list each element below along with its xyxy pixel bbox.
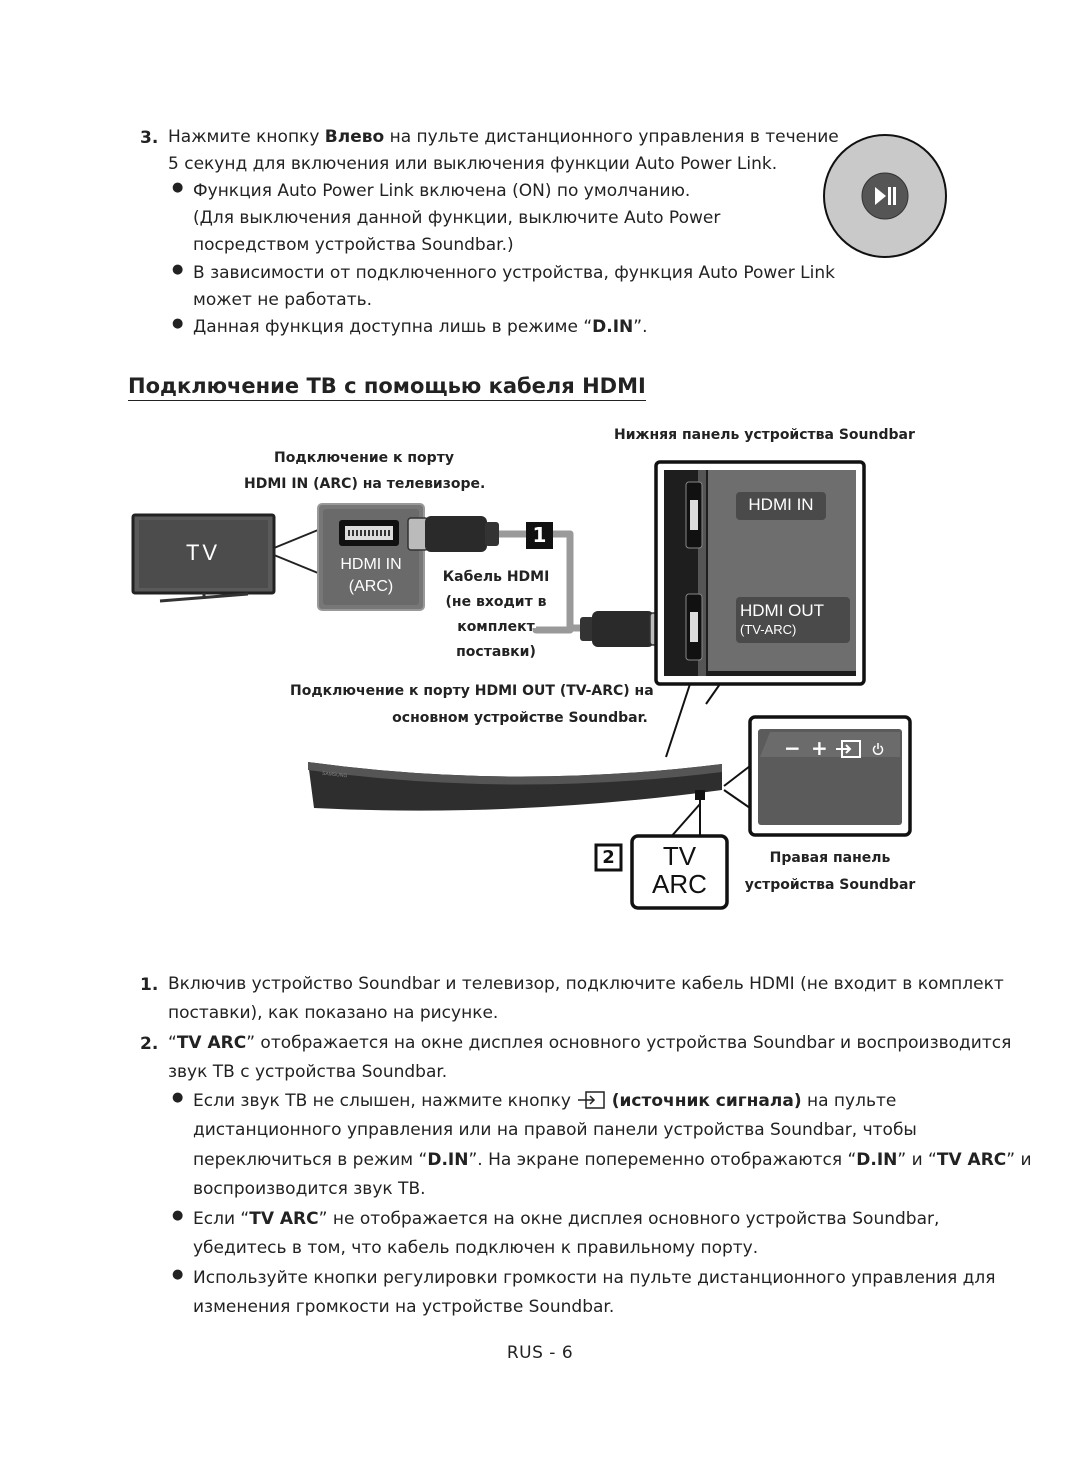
mode-name: TV ARC xyxy=(936,1150,1007,1170)
step-2-badge-bg xyxy=(594,843,623,872)
tv-hdmi-port-box xyxy=(317,503,425,611)
power-icon xyxy=(872,743,884,755)
cable-caption-line-4: поставки) xyxy=(456,644,536,660)
hdmi-plug-tv xyxy=(407,516,499,552)
right-panel-caption-line-2: устройства Soundbar xyxy=(744,877,916,893)
text: переключиться в режим “ xyxy=(193,1150,428,1170)
bullet: ● xyxy=(172,262,184,277)
volume-up-button-illustration: + xyxy=(811,736,828,760)
step-1-line-2: поставки), как показано на рисунке. xyxy=(168,1003,499,1023)
step-2-line-2: звук ТВ с устройства Soundbar. xyxy=(168,1062,448,1082)
note-2-line-1: В зависимости от подключенного устройств… xyxy=(193,263,835,283)
note-source-line-4: воспроизводится звук ТВ. xyxy=(193,1179,426,1199)
soundbar-bottom-panel xyxy=(654,460,866,686)
display-line-2: ARC xyxy=(652,869,707,899)
step-3-line-1: Нажмите кнопку Влево на пульте дистанцио… xyxy=(168,124,839,151)
mode-name: TV ARC xyxy=(176,1033,247,1053)
tv-port-label: HDMI IN (ARC) xyxy=(318,554,424,598)
text: Если звук ТВ не слышен, нажмите кнопку xyxy=(193,1091,577,1111)
note-source-line-2: дистанционного управления или на правой … xyxy=(193,1120,917,1140)
text: ”. На экране попеременно отображаются “ xyxy=(468,1150,857,1170)
soundbar-port-caption-line-1: Подключение к порту HDMI OUT (TV-ARC) на xyxy=(290,683,654,699)
play-pause-icon xyxy=(875,187,896,205)
tv-port-label-line-1: HDMI IN xyxy=(340,556,402,573)
button-name-left: Влево xyxy=(324,127,385,147)
page-number: RUS - 6 xyxy=(506,1343,574,1363)
bottom-panel-caption: Нижняя панель устройства Soundbar xyxy=(614,427,915,443)
button-name-source: (источник сигнала) xyxy=(611,1091,802,1111)
text: на пульте дистанционного управления в те… xyxy=(384,127,839,147)
text: ” и xyxy=(1006,1150,1032,1170)
soundbar-display-text: TV ARC xyxy=(632,842,727,898)
tv-port-caption-line-1: Подключение к порту xyxy=(274,450,454,466)
mode-name: D.IN xyxy=(592,317,634,337)
mode-name: D.IN xyxy=(427,1150,469,1170)
source-icon xyxy=(578,1091,606,1109)
cable-caption-line-1: Кабель HDMI xyxy=(442,569,550,585)
bullet: ● xyxy=(172,1208,184,1223)
step-2-badge: 2 xyxy=(602,847,615,868)
soundbar-right-panel xyxy=(748,715,912,837)
soundbar-illustration xyxy=(308,762,722,811)
cable-caption-line-3: комплект xyxy=(457,619,535,635)
tv-screen-label: TV xyxy=(185,540,221,565)
display-line-1: TV xyxy=(662,841,697,871)
bullet: ● xyxy=(172,180,184,195)
note-1-line-2: (Для выключения данной функции, выключит… xyxy=(193,208,721,228)
mode-name: TV ARC xyxy=(249,1209,319,1229)
step-1-badge-bg xyxy=(526,522,553,549)
tv-illustration xyxy=(131,513,276,603)
bullet: ● xyxy=(172,316,184,331)
step-3-number: 3. xyxy=(140,128,159,148)
note-tvarc-line-2: убедитесь в том, что кабель подключен к … xyxy=(193,1238,759,1258)
right-panel-caption-line-1: Правая панель xyxy=(769,850,891,866)
hdmi-connection-diagram xyxy=(131,460,912,910)
source-icon xyxy=(836,740,861,758)
mode-name: D.IN xyxy=(856,1150,898,1170)
text: Нажмите кнопку xyxy=(168,127,325,147)
note-source-line-3: переключиться в режим “D.IN”. На экране … xyxy=(193,1147,1032,1174)
note-volume-line-1: Используйте кнопки регулировки громкости… xyxy=(193,1268,996,1288)
note-1-line-3: посредством устройства Soundbar.) xyxy=(193,235,514,255)
text: ”. xyxy=(633,317,648,337)
tv-arc-port-label: (TV-ARC) xyxy=(740,622,797,637)
hdmi-out-label: HDMI OUT xyxy=(740,601,825,620)
step-2-line-1: “TV ARC” отображается на окне дисплея ос… xyxy=(168,1030,1011,1057)
cable-caption: Кабель HDMI (не входит в комплект постав… xyxy=(436,565,556,665)
text: на пульте xyxy=(801,1091,897,1111)
step-1-badge: 1 xyxy=(532,523,547,547)
tv-port-label-line-2: (ARC) xyxy=(348,578,394,595)
step-1-number: 1. xyxy=(140,975,159,995)
bullet: ● xyxy=(172,1090,184,1105)
note-2-line-2: может не работать. xyxy=(193,290,373,310)
text: ” и “ xyxy=(897,1150,937,1170)
text: “ xyxy=(168,1033,177,1053)
section-title: Подключение ТВ с помощью кабеля HDMI xyxy=(128,374,646,401)
text: Данная функция доступна лишь в режиме “ xyxy=(193,317,593,337)
text: Если “ xyxy=(193,1209,250,1229)
step-1-line-1: Включив устройство Soundbar и телевизор,… xyxy=(168,974,1004,994)
text: ” отображается на окне дисплея основного… xyxy=(246,1033,1012,1053)
note-volume-line-2: изменения громкости на устройстве Soundb… xyxy=(193,1297,615,1317)
soundbar-port-caption-line-2: основном устройстве Soundbar. xyxy=(392,710,648,726)
note-tvarc-line-1: Если “TV ARC” не отображается на окне ди… xyxy=(193,1206,939,1233)
hdmi-in-label: HDMI IN xyxy=(748,495,814,514)
text: ” не отображается на окне дисплея основн… xyxy=(318,1209,940,1229)
step-3-line-2: 5 секунд для включения или выключения фу… xyxy=(168,154,778,174)
note-3: Данная функция доступна лишь в режиме “D… xyxy=(193,314,648,341)
display-box xyxy=(630,834,729,910)
volume-down-button-illustration: − xyxy=(784,736,801,760)
bullet: ● xyxy=(172,1267,184,1282)
cable-caption-line-2: (не входит в xyxy=(445,594,547,610)
tv-port-caption-line-2: HDMI IN (ARC) на телевизоре. xyxy=(244,476,486,492)
note-source-line-1: Если звук ТВ не слышен, нажмите кнопку (… xyxy=(193,1088,896,1115)
remote-dial-illustration xyxy=(823,134,947,258)
note-1-line-1: Функция Auto Power Link включена (ON) по… xyxy=(193,181,691,201)
step-2-number: 2. xyxy=(140,1034,159,1054)
